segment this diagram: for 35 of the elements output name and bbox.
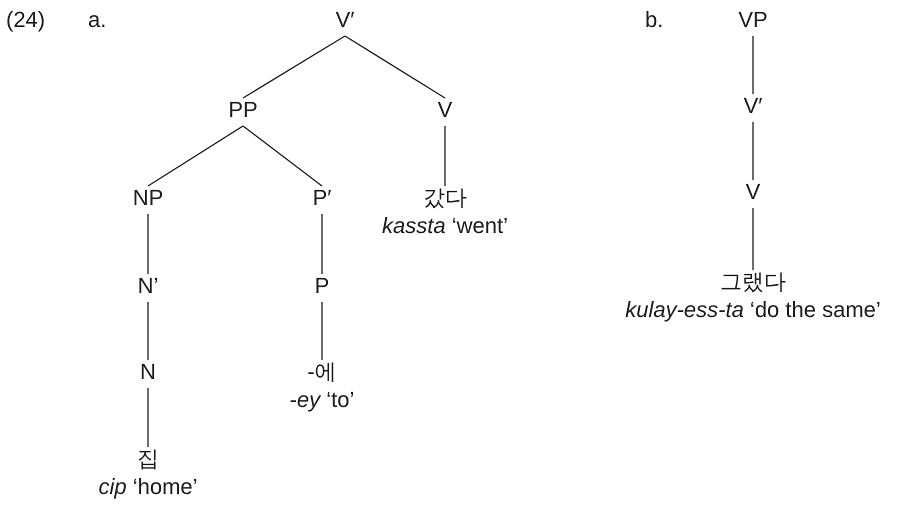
tree-branch xyxy=(321,302,323,360)
tree-branch xyxy=(752,122,754,180)
tree-branch xyxy=(147,302,149,360)
hangul-word: -에 xyxy=(306,358,338,386)
example-number: (24) xyxy=(6,6,46,34)
tree-branch xyxy=(752,208,754,270)
category-label: P xyxy=(314,272,330,300)
gloss-text: kassta ‘went’ xyxy=(382,212,508,240)
gloss-text: -ey ‘to’ xyxy=(290,386,354,414)
category-label: PP xyxy=(228,96,258,124)
category-label: VP xyxy=(738,6,768,34)
hangul-word: 갔다 xyxy=(422,184,468,212)
category-label: V xyxy=(746,178,760,206)
hangul-word: 집 xyxy=(136,445,160,473)
category-label: V′ xyxy=(744,92,762,120)
tree-branch xyxy=(344,35,446,99)
tree-branch xyxy=(147,214,149,274)
category-label: N’ xyxy=(138,272,158,300)
gloss-text: kulay-ess-ta ‘do the same’ xyxy=(625,296,881,324)
hangul-word: 그랬다 xyxy=(719,268,787,296)
category-label: V′ xyxy=(336,6,354,34)
category-label: NP xyxy=(132,184,164,212)
tree-branch xyxy=(752,36,754,94)
tree-branch xyxy=(242,125,322,187)
tree-branch xyxy=(321,214,323,274)
category-label: N xyxy=(140,358,156,386)
category-label: V xyxy=(438,96,452,124)
sub-example-label: a. xyxy=(88,6,106,34)
sub-example-label: b. xyxy=(645,6,664,34)
category-label: P′ xyxy=(312,184,332,212)
tree-branch xyxy=(148,125,244,187)
tree-branch xyxy=(444,126,446,186)
tree-branch xyxy=(147,388,149,447)
tree-branch xyxy=(242,35,346,99)
gloss-text: cip ‘home’ xyxy=(98,473,198,501)
